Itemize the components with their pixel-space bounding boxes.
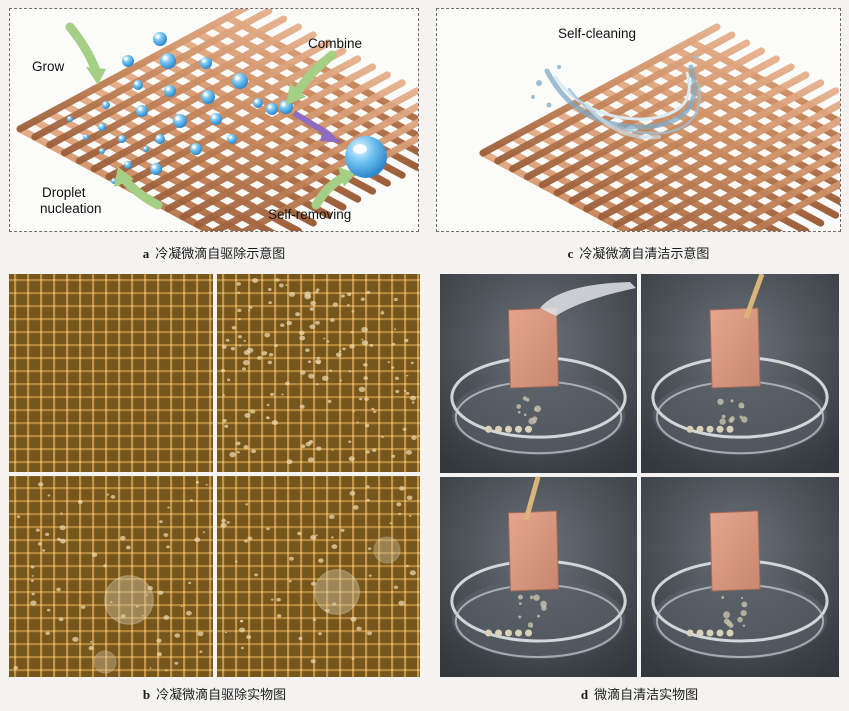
droplet: [133, 80, 143, 90]
droplet: [190, 143, 202, 155]
droplet: [118, 135, 126, 143]
droplet: [201, 90, 215, 104]
droplet: [150, 163, 162, 175]
photo-1: [440, 274, 637, 473]
micrograph-4: [217, 476, 420, 677]
caption-c-letter: c: [567, 246, 574, 261]
droplet: [210, 113, 222, 125]
label-self-removing: Self-removing: [268, 207, 352, 222]
syringe-needle: [743, 274, 765, 319]
caption-b-letter: b: [142, 687, 151, 702]
large-droplet-3: [373, 536, 401, 564]
caption-d-letter: d: [580, 687, 589, 702]
droplet: [136, 105, 148, 117]
droplet: [266, 103, 278, 115]
caption-a-text: 冷凝微滴自驱除示意图: [155, 247, 286, 262]
removed-droplet: [345, 136, 387, 178]
droplet: [67, 116, 73, 122]
photo-2: [641, 274, 839, 473]
caption-b: b 冷凝微滴自驱除实物图: [9, 684, 420, 703]
droplet: [124, 161, 132, 169]
panel-a-schematic: Grow Combine Droplet nucleation Self-rem…: [9, 8, 419, 232]
petri-dish-photos: [440, 274, 839, 677]
condensed-droplets: [13, 278, 417, 672]
droplets: [67, 32, 293, 184]
photo-3: [440, 477, 637, 677]
jump-arrow-head: [320, 127, 342, 143]
panel-b-micrographs: [9, 274, 420, 677]
copper-mesh: [479, 23, 840, 231]
droplet: [160, 53, 176, 69]
droplet: [232, 73, 248, 89]
droplet: [99, 148, 105, 154]
droplet: [83, 134, 89, 140]
label-self-cleaning: Self-cleaning: [558, 26, 637, 41]
large-droplet-2: [314, 569, 360, 615]
pipette: [540, 282, 636, 316]
label-grow: Grow: [32, 59, 65, 74]
combine-arrow: [293, 50, 337, 96]
droplet: [164, 85, 176, 97]
grow-arrow-head: [86, 67, 106, 85]
nucleation-arrow-head: [114, 167, 134, 187]
self-removing-arrow: [311, 172, 349, 210]
caption-c: c 冷凝微滴自清洁示意图: [436, 243, 841, 262]
caption-c-text: 冷凝微滴自清洁示意图: [579, 247, 710, 262]
micrograph-grid: [9, 274, 420, 677]
droplet: [143, 146, 149, 152]
caption-d-text: 微滴自清洁实物图: [594, 688, 699, 703]
large-droplet-1: [104, 575, 154, 625]
grow-arrow: [65, 22, 101, 76]
panel-c-schematic: Self-cleaning: [436, 8, 841, 232]
droplet: [200, 57, 212, 69]
caption-b-text: 冷凝微滴自驱除实物图: [156, 688, 287, 703]
micrograph-3: [9, 476, 213, 677]
label-droplet-nucleation-1: Droplet: [42, 185, 86, 200]
water-splash: [531, 55, 701, 140]
caption-a-letter: a: [142, 246, 150, 261]
droplet: [153, 32, 167, 46]
label-combine: Combine: [308, 36, 363, 51]
droplet: [102, 101, 110, 109]
mesh-droplet-schematic: [16, 9, 418, 231]
large-droplet-4: [93, 650, 117, 674]
photo-4: [641, 477, 839, 677]
self-cleaning-schematic: [479, 23, 840, 231]
caption-d: d 微滴自清洁实物图: [440, 684, 839, 703]
label-droplet-nucleation-2: nucleation: [40, 201, 102, 216]
panel-d-photos: [440, 274, 839, 677]
caption-a: a 冷凝微滴自驱除示意图: [9, 243, 419, 262]
micrograph-2: [217, 274, 420, 472]
droplet: [253, 98, 263, 108]
droplet: [122, 55, 134, 67]
syringe-needle: [523, 476, 541, 521]
droplet: [98, 123, 106, 131]
droplet: [155, 134, 165, 144]
droplet: [227, 134, 237, 144]
combine-arrow-head: [286, 83, 306, 105]
micrograph-1: [9, 274, 213, 472]
droplet: [173, 114, 187, 128]
